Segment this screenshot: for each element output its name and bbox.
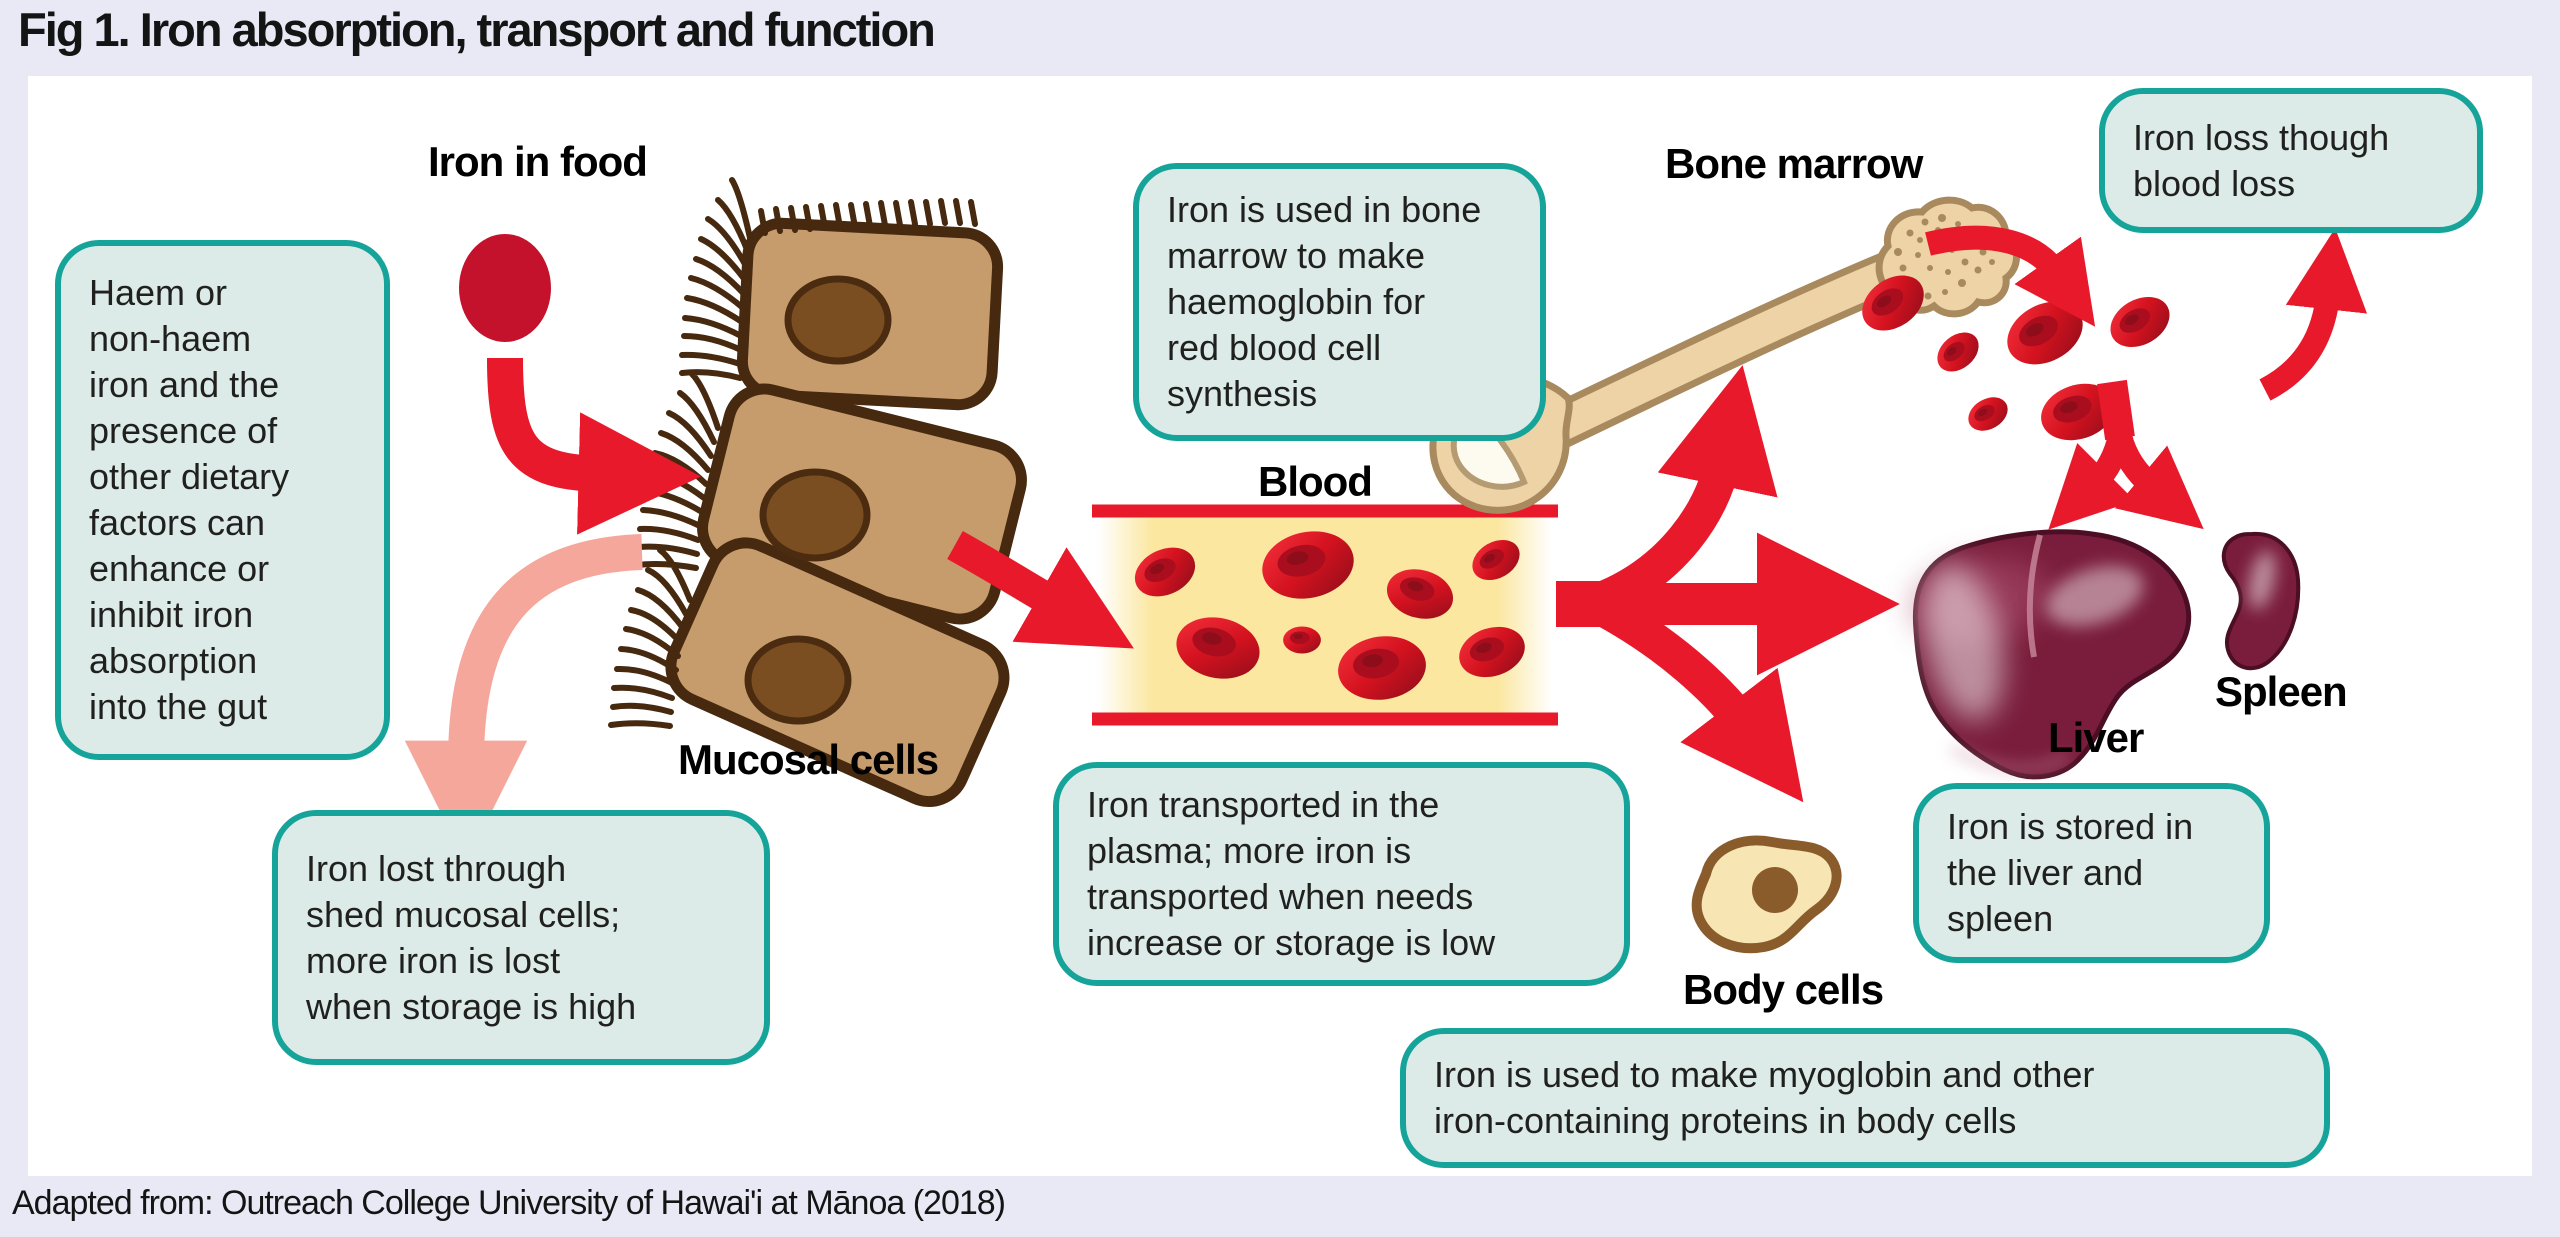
- callout-stored: Iron is stored in the liver and spleen: [1913, 783, 2270, 963]
- arrow-mucosa-to-blood: [947, 531, 1134, 649]
- arrow-shed-mucosal-loss: [404, 534, 643, 863]
- label-iron-in-food: Iron in food: [428, 138, 648, 185]
- label-spleen: Spleen: [2215, 668, 2348, 715]
- flow-arrows: [404, 225, 2368, 863]
- mucosal-cells-illustration: [608, 177, 1027, 807]
- arrow-marrow-to-cells: [1925, 225, 2096, 327]
- liver-illustration: [1910, 529, 2192, 780]
- source-attribution: Adapted from: Outreach College Universit…: [12, 1184, 1006, 1222]
- callout-stored-text: Iron is stored in the liver and spleen: [1947, 806, 2194, 939]
- arrow-split-to-spleen: [2108, 432, 2204, 530]
- callout-haem-text: Haem or non-haem iron and the presence o…: [89, 272, 290, 727]
- figure-title: Fig 1. Iron absorption, transport and fu…: [18, 3, 936, 56]
- callout-haem: Haem or non-haem iron and the presence o…: [55, 240, 390, 760]
- label-bone-marrow: Bone marrow: [1665, 140, 1923, 187]
- blood-vessel-illustration: [1092, 504, 1558, 726]
- callout-shed-mucosal-text: Iron lost through shed mucosal cells; mo…: [306, 847, 637, 1027]
- callout-blood-loss: Iron loss though blood loss: [2099, 88, 2483, 233]
- callout-myoglobin-text: Iron is used to make myoglobin and other…: [1434, 1054, 2095, 1141]
- label-blood: Blood: [1258, 458, 1373, 505]
- spleen-illustration: [2221, 531, 2301, 671]
- body-cell-illustration: [1691, 835, 1842, 954]
- label-mucosal-cells: Mucosal cells: [678, 736, 939, 783]
- callout-bone-marrow: Iron is used in bone marrow to make haem…: [1133, 163, 1546, 441]
- label-body-cells: Body cells: [1683, 966, 1884, 1013]
- iron-dot-icon: [459, 234, 551, 342]
- arrow-cells-split-stem: [2097, 379, 2135, 441]
- arrow-food-to-mucosa: [487, 357, 701, 535]
- arrow-blood-to-marrow: [1598, 365, 1778, 615]
- arrow-cells-to-loss: [2259, 228, 2368, 401]
- callout-plasma-text: Iron transported in the plasma; more iro…: [1087, 784, 1496, 963]
- callout-bone-marrow-text: Iron is used in bone marrow to make haem…: [1167, 189, 1482, 414]
- callout-blood-loss-text: Iron loss though blood loss: [2133, 116, 2390, 204]
- label-liver: Liver: [2048, 714, 2144, 761]
- arrow-blood-to-bodycells: [1597, 594, 1804, 803]
- callout-myoglobin: Iron is used to make myoglobin and other…: [1400, 1028, 2330, 1168]
- callout-plasma: Iron transported in the plasma; more iro…: [1053, 762, 1630, 986]
- callout-shed-mucosal: Iron lost through shed mucosal cells; mo…: [272, 810, 770, 1065]
